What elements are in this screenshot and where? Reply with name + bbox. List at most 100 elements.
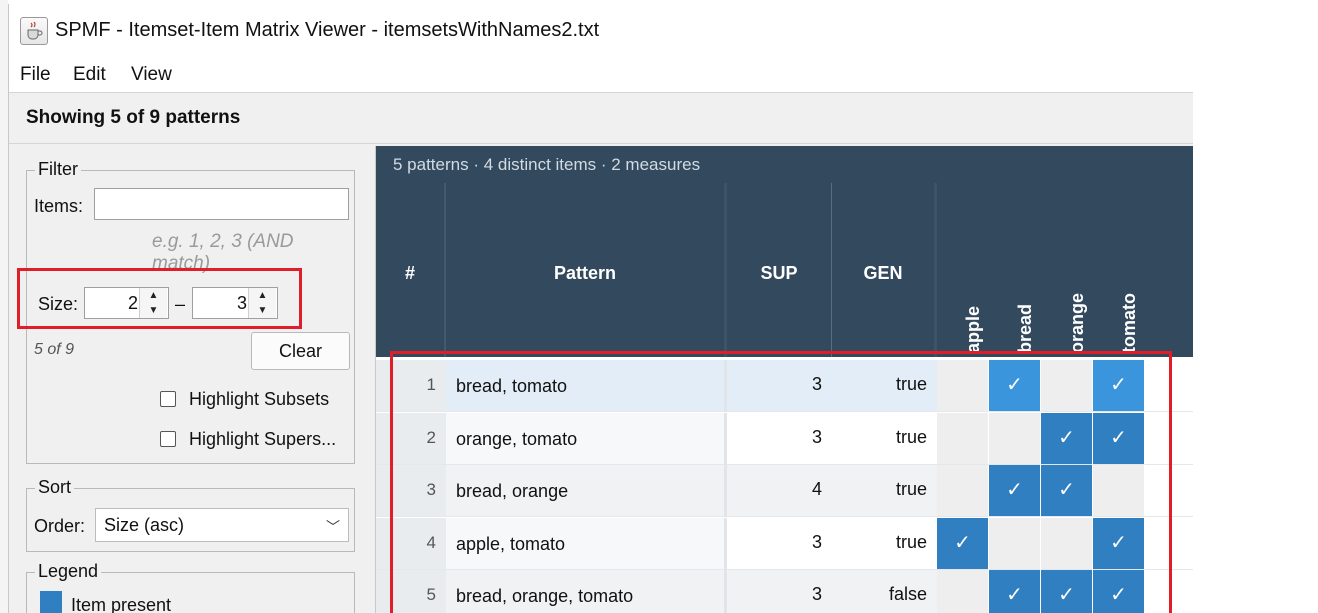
menu-bar: File Edit View <box>9 54 1193 93</box>
column-separator <box>724 517 727 570</box>
column-header-num[interactable]: # <box>376 183 446 357</box>
size-max-down-button[interactable]: ▼ <box>249 303 276 318</box>
column-header-sup[interactable]: SUP <box>727 183 832 357</box>
title-bar: SPMF - Itemset-Item Matrix Viewer - item… <box>9 4 1193 54</box>
sup-cell-text: 3 <box>811 584 822 604</box>
item-cell-tomato[interactable] <box>1093 465 1145 517</box>
sup-cell[interactable]: 3 <box>727 360 832 412</box>
item-cell-tomato[interactable]: ✓ <box>1093 360 1145 412</box>
check-icon: ✓ <box>1006 479 1023 501</box>
item-cell-tomato[interactable]: ✓ <box>1093 412 1145 465</box>
gen-cell[interactable]: true <box>832 517 937 570</box>
pattern-cell[interactable]: apple, tomato <box>446 517 727 570</box>
sup-cell[interactable]: 4 <box>727 465 832 517</box>
size-max-spinner[interactable]: 3 ▲ ▼ <box>192 287 278 319</box>
column-header-gen[interactable]: GEN <box>832 183 937 357</box>
pattern-cell[interactable]: bread, orange <box>446 465 727 517</box>
sup-cell-text: 3 <box>811 374 822 394</box>
menu-file[interactable]: File <box>20 64 51 85</box>
row-number-cell[interactable]: 2 <box>376 412 446 465</box>
menu-view[interactable]: View <box>131 64 172 85</box>
sup-cell-text: 3 <box>811 426 822 447</box>
item-cell-orange[interactable] <box>1041 517 1093 570</box>
column-header-sup-label: SUP <box>760 263 798 283</box>
item-cell-tomato[interactable]: ✓ <box>1093 517 1145 570</box>
item-cell-apple[interactable] <box>937 570 989 613</box>
sup-cell[interactable]: 3 <box>727 517 832 570</box>
item-cell-orange[interactable]: ✓ <box>1041 465 1093 517</box>
row-number-cell-text: 3 <box>426 480 436 499</box>
legend-group: Legend Item present <box>26 561 355 613</box>
column-header-apple[interactable]: apple <box>937 183 989 357</box>
background-window-edge <box>0 0 8 613</box>
item-cell-apple[interactable] <box>937 465 989 517</box>
column-header-tomato-label: tomato <box>1119 293 1139 353</box>
item-present-label: Item present <box>71 595 172 613</box>
column-header-orange[interactable]: orange <box>1041 183 1093 357</box>
gen-cell[interactable]: true <box>832 412 937 465</box>
filter-group-title: Filter <box>35 159 81 180</box>
size-highlight-box <box>17 268 302 329</box>
column-header-pattern-label: Pattern <box>553 263 616 283</box>
row-number-cell[interactable]: 4 <box>376 517 446 570</box>
item-cell-bread[interactable]: ✓ <box>989 465 1041 517</box>
column-header-bread[interactable]: bread <box>989 183 1041 357</box>
column-header-tomato[interactable]: tomato <box>1093 183 1145 357</box>
item-cell-tomato[interactable]: ✓ <box>1093 570 1145 613</box>
item-cell-apple[interactable]: ✓ <box>937 517 989 570</box>
sup-cell-text: 3 <box>811 531 822 552</box>
item-cell-bread[interactable] <box>989 517 1041 570</box>
sup-cell[interactable]: 3 <box>727 570 832 613</box>
legend-group-title: Legend <box>35 561 102 582</box>
order-select[interactable]: Size (asc) ﹀ <box>95 508 349 542</box>
size-label: Size: <box>38 294 79 314</box>
column-header-num-label: # <box>404 263 415 283</box>
item-cell-bread[interactable]: ✓ <box>989 360 1041 412</box>
menu-edit[interactable]: Edit <box>73 64 106 85</box>
row-number-cell[interactable]: 5 <box>376 570 446 613</box>
pattern-cell[interactable]: orange, tomato <box>446 412 727 465</box>
gen-cell[interactable]: true <box>832 465 937 517</box>
row-number-cell[interactable]: 3 <box>376 465 446 517</box>
item-cell-orange[interactable]: ✓ <box>1041 570 1093 613</box>
column-separator <box>724 360 727 412</box>
items-input[interactable] <box>94 188 349 220</box>
item-cell-bread[interactable]: ✓ <box>989 570 1041 613</box>
size-min-spinner[interactable]: 2 ▲ ▼ <box>84 287 169 319</box>
size-max-up-button[interactable]: ▲ <box>249 288 276 303</box>
highlight-supersets-checkbox[interactable] <box>160 431 176 447</box>
gen-cell[interactable]: false <box>832 570 937 613</box>
row-number-cell[interactable]: 1 <box>376 360 446 412</box>
pattern-cell-text: bread, orange <box>456 481 569 501</box>
showing-count-title: Showing 5 of 9 patterns <box>26 107 241 128</box>
column-header-pattern[interactable]: Pattern <box>446 183 727 357</box>
item-cell-bread[interactable] <box>989 412 1041 465</box>
size-min-up-button[interactable]: ▲ <box>140 288 167 303</box>
size-min-down-button[interactable]: ▼ <box>140 303 167 318</box>
java-cup-icon <box>20 17 48 45</box>
gen-cell-text: true <box>895 374 927 394</box>
check-icon: ✓ <box>1058 426 1075 449</box>
column-header-apple-label: apple <box>963 305 983 353</box>
check-icon: ✓ <box>1006 374 1023 396</box>
pattern-cell-text: bread, orange, tomato <box>456 586 634 606</box>
sup-cell[interactable]: 3 <box>727 412 832 465</box>
item-cell-apple[interactable] <box>937 360 989 412</box>
item-cell-orange[interactable] <box>1041 360 1093 412</box>
highlight-subsets-checkbox[interactable] <box>160 391 176 407</box>
pattern-cell[interactable]: bread, orange, tomato <box>446 570 727 613</box>
matrix-panel: 5 patterns · 4 distinct items · 2 measur… <box>375 146 1193 613</box>
column-header-gen-label: GEN <box>863 263 903 283</box>
item-cell-apple[interactable] <box>937 412 989 465</box>
column-separator <box>724 570 727 613</box>
pattern-cell[interactable]: bread, tomato <box>446 360 727 412</box>
clear-button[interactable]: Clear <box>251 332 350 370</box>
gen-cell-text: true <box>895 426 927 447</box>
gen-cell[interactable]: true <box>832 360 937 412</box>
item-cell-orange[interactable]: ✓ <box>1041 412 1093 465</box>
